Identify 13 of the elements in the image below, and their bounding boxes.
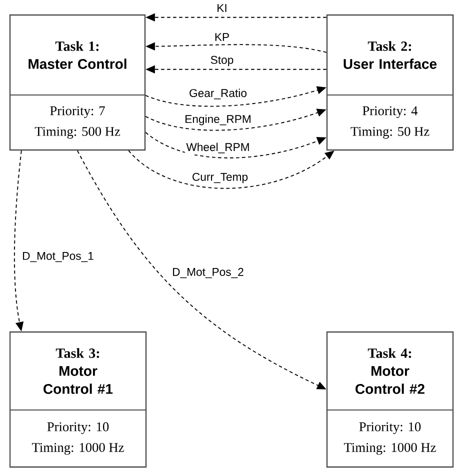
- edge-label: Gear_Ratio: [188, 87, 248, 101]
- edge-label: KP: [213, 32, 231, 42]
- edge-label: Curr_Temp: [190, 172, 250, 184]
- edge-label: D_Mot_Pos_2: [170, 266, 246, 280]
- edge-label: KI: [215, 2, 229, 14]
- task-box: Task 1: Master Control Priority: 7 Timing: 500 Hz: [9, 14, 146, 151]
- task-box: Task 4: Motor Control #2 Priority: 10 Timing: 1000 Hz: [326, 331, 454, 468]
- edge-label: Stop: [209, 54, 235, 68]
- edge-label: Wheel_RPM: [184, 141, 252, 155]
- edge-label: D_Mot_Pos_1: [20, 250, 96, 264]
- task-box: Task 2: User Interface Priority: 4 Timing: 50 Hz: [326, 14, 454, 151]
- edge-label: Engine_RPM: [183, 113, 253, 127]
- task-box: Task 3: Motor Control #1 Priority: 10 Timing: 1000 Hz: [9, 331, 147, 468]
